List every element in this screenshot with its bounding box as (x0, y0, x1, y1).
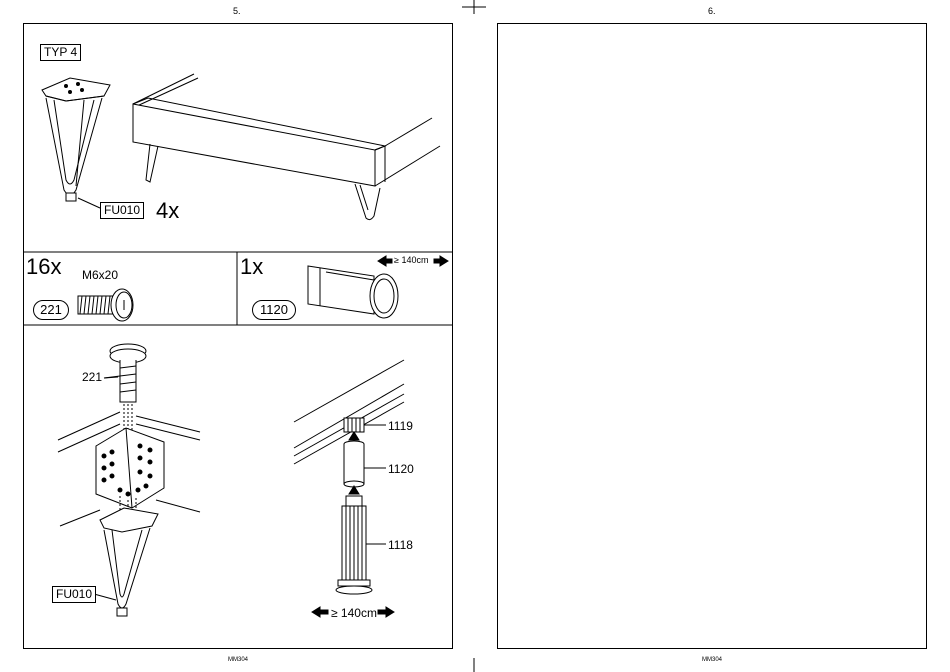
support-label-1119: 1119 (388, 419, 413, 433)
tube-illustration (308, 266, 398, 318)
tube-condition: ≥ 140cm (394, 255, 428, 265)
tube-quantity: 1x (240, 256, 263, 278)
bed-frame-illustration (133, 74, 440, 220)
assembly-leg-code: FU010 (52, 586, 96, 603)
type-label: TYP 4 (40, 44, 81, 61)
leg-quantity: 4x (156, 200, 179, 222)
right-footer: MM304 (702, 657, 722, 663)
screw-part-number: 221 (33, 300, 69, 320)
leg-code-label: FU010 (100, 202, 144, 219)
tube-part-number: 1120 (252, 300, 296, 320)
center-support-illustration (294, 360, 404, 594)
assembly-bracket-illustration (58, 344, 200, 616)
screw-quantity: 16x (26, 256, 61, 278)
screw-size: M6x20 (82, 268, 118, 282)
support-label-1118: 1118 (388, 538, 413, 552)
assembly-screw-label: 221 (82, 370, 102, 384)
hairpin-leg-illustration (42, 78, 110, 208)
left-footer: MM304 (228, 657, 248, 663)
assembly-condition: ≥ 140cm (331, 606, 377, 620)
screw-illustration (78, 289, 133, 321)
support-label-1120: 1120 (388, 462, 414, 476)
